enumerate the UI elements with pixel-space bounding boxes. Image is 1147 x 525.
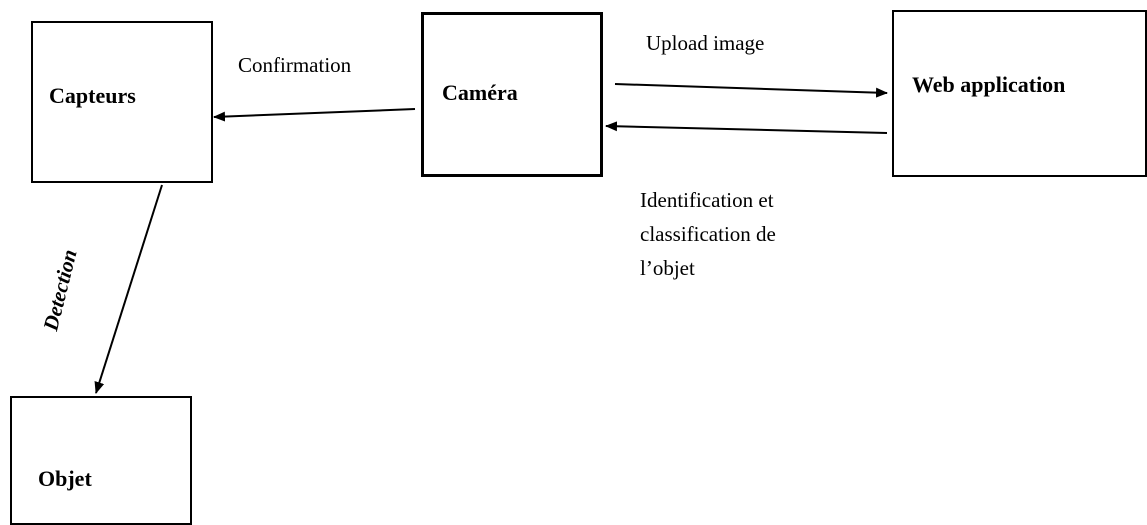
node-camera [421, 12, 603, 177]
edge-label-identification: Identification et classification de l’ob… [640, 183, 776, 285]
node-objet [10, 396, 192, 525]
edge-label-upload-image: Upload image [646, 31, 765, 55]
arrow-identification [605, 121, 888, 134]
node-capteurs [31, 21, 213, 183]
node-objet-label: Objet [38, 466, 92, 491]
arrow-confirmation [213, 108, 416, 122]
node-web-application [892, 10, 1147, 177]
node-camera-label: Caméra [442, 80, 518, 105]
identification-line-3: l’objet [640, 256, 695, 280]
arrow-detection [94, 184, 163, 394]
node-capteurs-label: Capteurs [49, 83, 136, 108]
edge-label-confirmation: Confirmation [238, 53, 352, 77]
node-web-application-label: Web application [912, 72, 1066, 97]
identification-line-1: Identification et [640, 188, 774, 212]
identification-line-2: classification de [640, 222, 776, 246]
arrow-upload-image [614, 83, 888, 98]
